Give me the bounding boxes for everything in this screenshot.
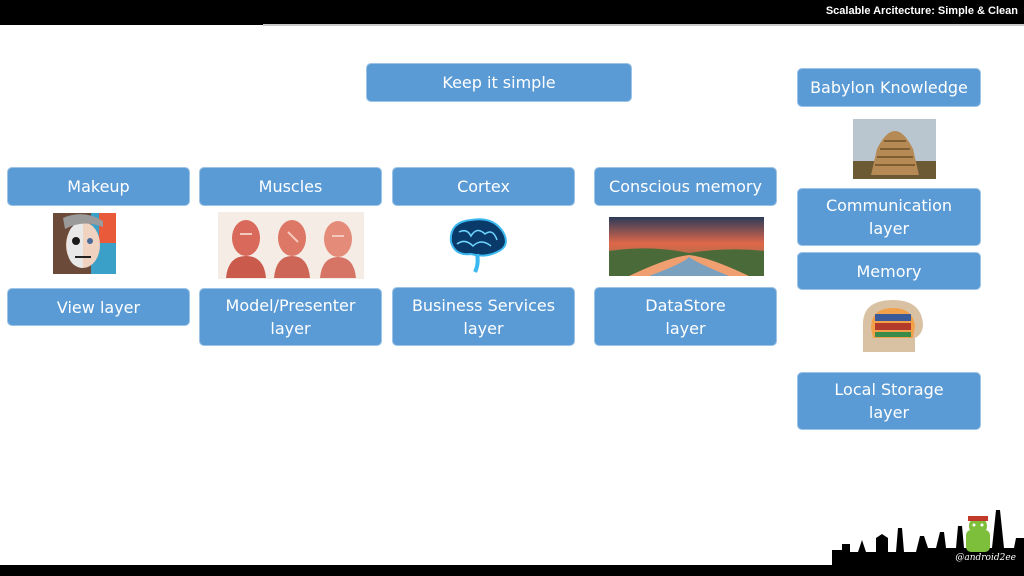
android2ee-handle: @android2ee xyxy=(955,553,1016,563)
landscape-river-icon xyxy=(609,217,764,276)
local-storage-line2: layer xyxy=(868,403,910,422)
view-layer-box: View layer xyxy=(7,288,190,326)
muscles-box: Muscles xyxy=(199,167,382,206)
conscious-memory-box: Conscious memory xyxy=(594,167,777,206)
makeup-box: Makeup xyxy=(7,167,190,206)
business-services-line2: layer xyxy=(463,318,504,338)
communication-line1: Communication xyxy=(825,196,953,215)
model-presenter-layer-box: Model/Presenter layer xyxy=(199,288,382,346)
paris-skyline-android-icon xyxy=(832,508,1024,568)
communication-layer-box: Communication layer xyxy=(797,188,981,246)
cortex-label: Cortex xyxy=(457,177,510,196)
business-services-line1: Business Services xyxy=(411,295,556,315)
tower-of-babel-icon xyxy=(853,119,936,179)
babylon-knowledge-label: Babylon Knowledge xyxy=(810,78,968,97)
library-head-icon xyxy=(857,294,931,356)
makeup-face-icon xyxy=(53,213,116,274)
local-storage-line1: Local Storage xyxy=(834,380,944,399)
cortex-box: Cortex xyxy=(392,167,575,206)
datastore-layer-box: DataStore layer xyxy=(594,287,777,346)
view-layer-label: View layer xyxy=(56,297,141,317)
memory-label: Memory xyxy=(856,261,922,281)
slide-title: Scalable Arcitecture: Simple & Clean xyxy=(825,5,1018,17)
datastore-line2: layer xyxy=(665,318,706,338)
datastore-line1: DataStore xyxy=(645,295,726,315)
local-storage-layer-box: Local Storage layer xyxy=(797,372,981,430)
muscles-anatomy-icon xyxy=(218,212,364,279)
keep-simple-box: Keep it simple xyxy=(366,63,632,102)
business-services-layer-box: Business Services layer xyxy=(392,287,575,346)
title-bar xyxy=(0,0,1024,25)
model-presenter-line2: layer xyxy=(270,319,311,338)
bottom-bar xyxy=(0,565,1024,576)
babylon-knowledge-box: Babylon Knowledge xyxy=(797,68,981,107)
title-underline xyxy=(263,24,1024,26)
makeup-label: Makeup xyxy=(67,177,130,196)
memory-box: Memory xyxy=(797,252,981,290)
keep-simple-label: Keep it simple xyxy=(442,73,556,92)
brain-icon xyxy=(441,212,513,274)
muscles-label: Muscles xyxy=(258,177,323,196)
communication-line2: layer xyxy=(868,219,910,238)
conscious-memory-label: Conscious memory xyxy=(609,177,762,196)
model-presenter-line1: Model/Presenter xyxy=(225,296,356,315)
